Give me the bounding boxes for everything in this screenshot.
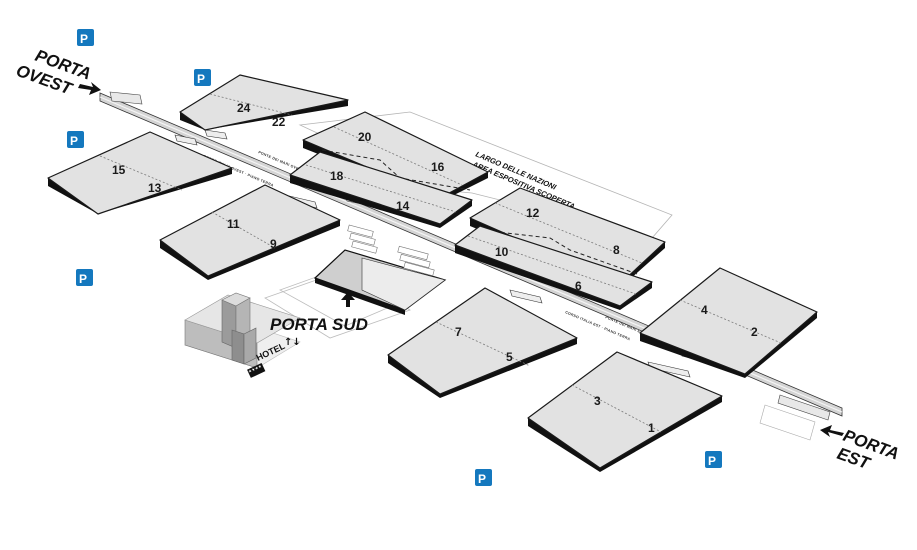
parking-icon: P <box>705 451 722 468</box>
porta-sud-building <box>264 224 447 339</box>
parking-icon: P <box>194 69 211 86</box>
svg-text:P: P <box>70 134 78 148</box>
hall-number: 15 <box>112 163 126 177</box>
hall-number: 14 <box>396 199 410 213</box>
hotel-badge-text: ★★★★ <box>247 363 262 374</box>
parking-icon: P <box>76 269 93 286</box>
hall-number: 9 <box>270 237 277 251</box>
parking-icon: P <box>77 29 94 46</box>
hall-11-9[interactable] <box>159 184 341 280</box>
svg-text:P: P <box>80 32 88 46</box>
parking-icon: P <box>475 469 492 486</box>
svg-text:P: P <box>478 472 486 486</box>
hall-10-6[interactable] <box>454 225 653 310</box>
hall-number: 18 <box>330 169 344 183</box>
hall-18-14[interactable] <box>289 151 473 228</box>
hall-7-5[interactable] <box>387 287 578 398</box>
porta-est-arrow-icon <box>820 425 844 437</box>
hall-3-1[interactable] <box>527 351 723 472</box>
hall-number: 3 <box>594 394 601 408</box>
hall-number: 11 <box>227 217 240 231</box>
hall-20-16[interactable] <box>302 111 489 202</box>
hall-number: 20 <box>358 130 372 144</box>
hall-number: 12 <box>526 206 540 220</box>
porta-ovest-arrow-icon <box>78 82 101 95</box>
hall-24-22[interactable] <box>179 74 349 131</box>
hall-15-13[interactable] <box>47 131 233 215</box>
hall-number: 4 <box>701 303 708 317</box>
porta-sud-arrows: ↑↓ <box>284 337 301 348</box>
hall-number: 2 <box>751 325 758 339</box>
hall-number: 5 <box>506 350 513 364</box>
hall-number: 6 <box>575 279 582 293</box>
hall-number: 24 <box>237 101 251 115</box>
hall-number: 16 <box>431 160 445 174</box>
hall-4-2[interactable] <box>639 267 818 378</box>
hall-number: 1 <box>648 421 655 435</box>
hotel-badge <box>247 362 266 378</box>
hall-number: 22 <box>272 115 286 129</box>
parking-icon: P <box>67 131 84 148</box>
hall-number: 13 <box>148 181 162 195</box>
hall-number: 8 <box>613 243 620 257</box>
hotel-building <box>184 292 301 369</box>
svg-text:P: P <box>79 272 87 286</box>
svg-text:P: P <box>197 72 205 86</box>
svg-text:P: P <box>708 454 716 468</box>
hall-number: 10 <box>495 245 509 259</box>
porta-sud-label: PORTA SUD <box>270 315 368 334</box>
hall-number: 7 <box>455 325 462 339</box>
